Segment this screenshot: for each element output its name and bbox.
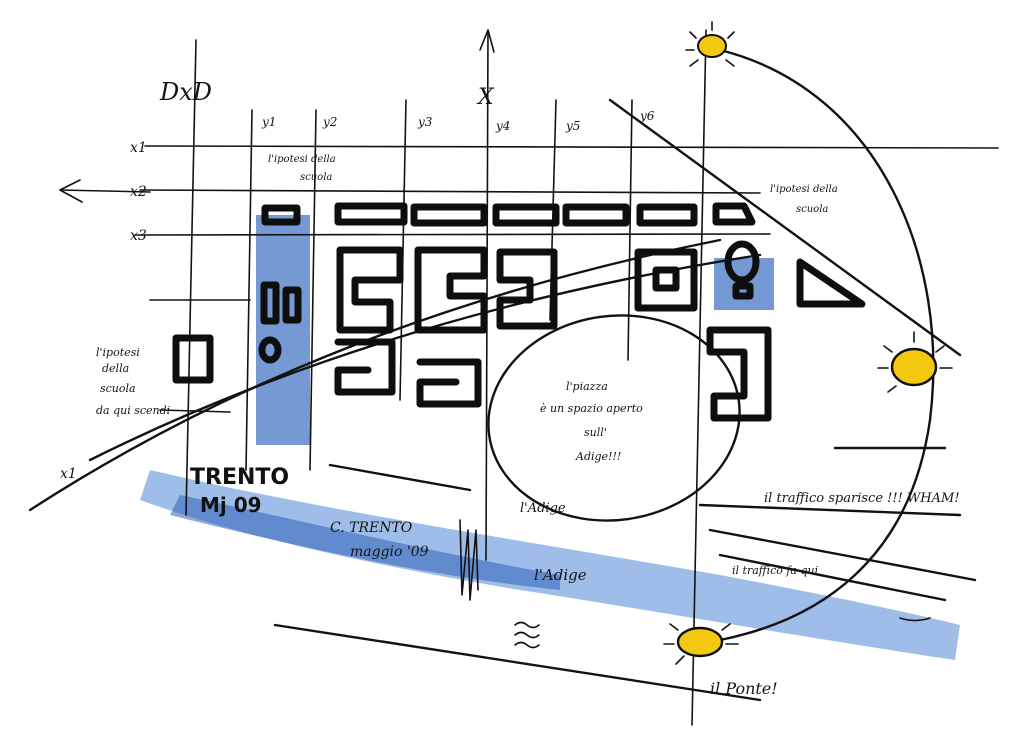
note-left-2: della (102, 362, 129, 375)
note-center-4: Adige!!! (575, 450, 621, 463)
block (634, 248, 698, 312)
note-left-1: l'ipotesi (96, 346, 140, 359)
note-traffic-right: il traffico sparisce !!! WHAM! (764, 491, 960, 506)
block (796, 258, 866, 308)
water-scribble (459, 519, 931, 649)
axis-label-y3: y3 (417, 115, 433, 129)
blue-wash (140, 215, 960, 660)
title-date: Mj 09 (200, 493, 262, 517)
title-trento: TRENTO (190, 465, 289, 490)
axis-label-y1: y1 (261, 115, 276, 129)
block (712, 202, 756, 226)
building-blocks (172, 202, 866, 422)
axis-label-x: X (476, 85, 495, 110)
block (414, 246, 488, 334)
block (260, 281, 280, 325)
note-top-1: l'ipotesi della (268, 154, 336, 165)
block (336, 246, 404, 334)
axis-label-y4: y4 (495, 119, 510, 133)
sun-top-icon (685, 21, 735, 67)
label-ponte: il Ponte! (710, 679, 778, 698)
note-left-4: da qui scendi (96, 404, 170, 417)
note-top-2: scuola (300, 172, 332, 183)
block (496, 248, 558, 330)
block (172, 334, 214, 384)
note-traffic-bottom: il traffico fa qui (732, 564, 818, 577)
axis-label-y2: y2 (322, 115, 337, 129)
note-right-2: scuola (796, 204, 828, 215)
signature-2: maggio '09 (350, 544, 429, 560)
block (724, 240, 760, 284)
axis-label-dxd: DxD (159, 78, 212, 106)
axis-label-y5: y5 (565, 119, 580, 133)
axis-label-x3: x3 (130, 228, 147, 244)
block (258, 336, 282, 364)
note-center-3: sull' (584, 426, 607, 439)
block (562, 203, 630, 227)
diagonal-lines (28, 48, 977, 702)
block (282, 286, 302, 324)
block (410, 203, 488, 227)
label-adige-river: l'Adige (534, 566, 587, 584)
axis-label-x1: x1 (130, 140, 147, 156)
block (636, 203, 698, 227)
block (732, 282, 754, 300)
axis-label-x1-bottom: x1 (60, 466, 77, 482)
block (261, 204, 301, 226)
signature-1: C. TRENTO (330, 520, 413, 536)
note-center-1: l'piazza (566, 380, 608, 393)
note-left-3: scuola (100, 382, 136, 395)
axis-label-x2: x2 (130, 184, 147, 200)
block (652, 266, 680, 292)
block (334, 338, 396, 396)
block (706, 326, 772, 422)
blue-block-left (256, 215, 310, 445)
block (416, 358, 482, 408)
axis-label-y6: y6 (639, 109, 655, 123)
sun-bottom-icon (663, 623, 739, 665)
sun-right-icon (877, 331, 953, 393)
note-center-2: è un spazio aperto (540, 402, 643, 415)
block (334, 202, 408, 226)
block (492, 203, 560, 227)
note-right-1: l'ipotesi della (770, 184, 838, 195)
label-adige: l'Adige (520, 501, 566, 516)
